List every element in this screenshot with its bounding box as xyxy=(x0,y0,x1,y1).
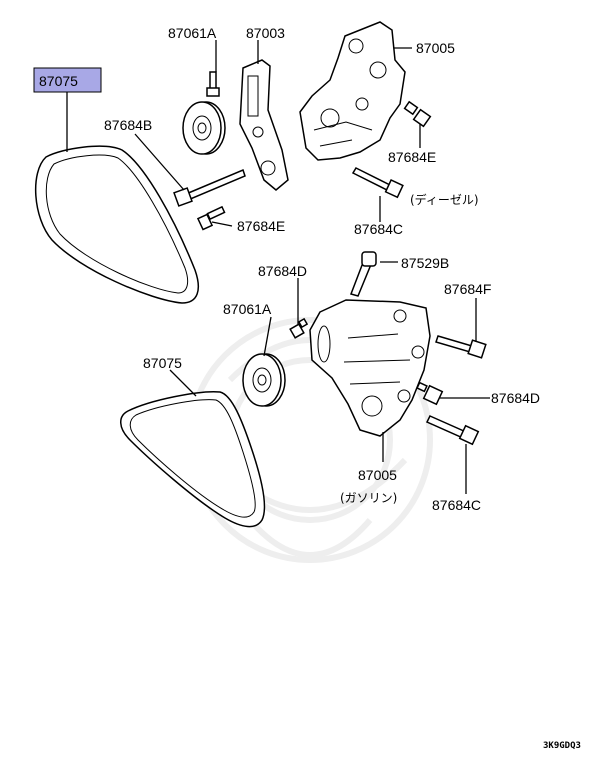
label-bolt-c-top[interactable]: 87684C xyxy=(354,221,403,237)
leader-lines xyxy=(66,40,490,494)
label-tensioner-bracket[interactable]: 87003 xyxy=(246,25,285,41)
bolt-87684c-bottom xyxy=(425,415,480,446)
idler-pulley-lower xyxy=(242,353,286,407)
label-bracket-top[interactable]: 87005 xyxy=(416,40,455,56)
label-belt-top[interactable]: 87075 xyxy=(39,73,78,89)
label-bolt-d-right[interactable]: 87684D xyxy=(491,390,540,406)
label-bolt-e-right[interactable]: 87684E xyxy=(388,149,436,165)
label-diesel-note: (ディーゼル) xyxy=(410,192,479,207)
bolt-87684d-top xyxy=(289,317,309,339)
drive-belt-lower xyxy=(120,390,266,528)
label-bolt-e-left[interactable]: 87684E xyxy=(237,218,285,234)
mounting-bracket-lower xyxy=(309,299,431,437)
tensioner-bracket xyxy=(239,59,289,191)
label-bolt-b[interactable]: 87684B xyxy=(104,117,152,133)
part-labels: 87075 87061A 87003 87005 87684B 87684E (… xyxy=(39,25,540,513)
bolt-87684e-right xyxy=(403,100,432,128)
bolt-87684d-right xyxy=(416,381,444,406)
label-bolt-c-bottom[interactable]: 87684C xyxy=(432,497,481,513)
bolt-87684b xyxy=(173,168,246,207)
mounting-bracket-upper xyxy=(299,21,406,161)
label-idler-bottom[interactable]: 87061A xyxy=(223,301,272,317)
label-belt-bottom[interactable]: 87075 xyxy=(143,355,182,371)
idler-pulley-upper xyxy=(182,71,226,155)
bolt-87684f xyxy=(435,335,487,359)
label-bracket-bottom[interactable]: 87005 xyxy=(358,467,397,483)
diagram-code: 3K9GDQ3 xyxy=(543,741,581,751)
bolt-87684c-top xyxy=(351,167,404,199)
label-bolt-87529b[interactable]: 87529B xyxy=(401,255,449,271)
bolt-87529b xyxy=(350,251,377,297)
bolt-87684e-left xyxy=(196,205,226,231)
drive-belt-upper xyxy=(34,145,199,304)
label-bolt-f[interactable]: 87684F xyxy=(444,281,491,297)
highlighted-part-box xyxy=(33,67,102,93)
label-gasoline-note: (ガソリン) xyxy=(340,491,397,505)
label-bolt-d-top[interactable]: 87684D xyxy=(258,263,307,279)
label-idler-top[interactable]: 87061A xyxy=(168,25,217,41)
